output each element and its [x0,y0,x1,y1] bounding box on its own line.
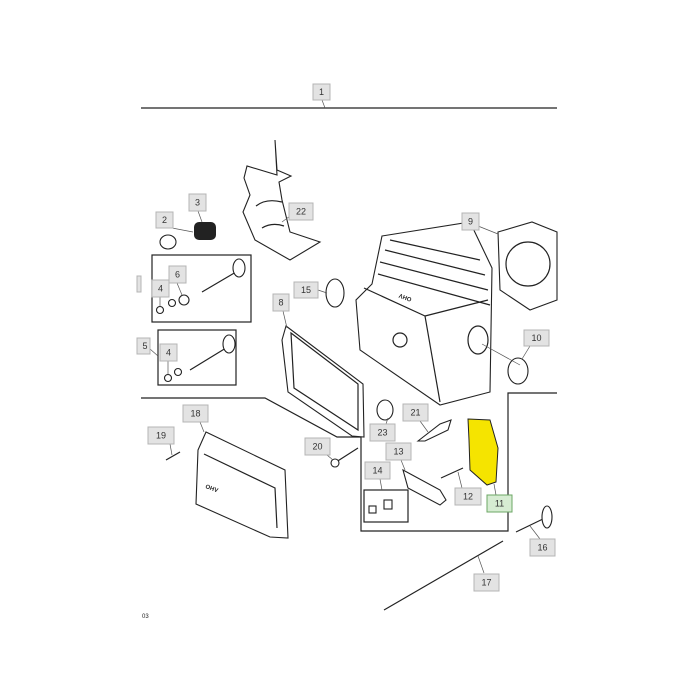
svg-text:2: 2 [162,215,167,225]
callout-21[interactable]: 21 [402,403,429,422]
retainer-part [167,298,177,308]
callout-14[interactable]: 14 [364,461,391,480]
callout-4-exhaust[interactable]: 4 [159,343,178,362]
svg-text:4: 4 [158,284,163,294]
retainer-part [173,367,183,377]
figure-code: 03 [142,614,149,620]
part-14-inset [363,489,409,523]
callout-13[interactable]: 13 [385,442,412,461]
tappet-part [515,517,546,533]
svg-text:5: 5 [142,341,147,351]
o-ring-part [507,357,529,385]
svg-text:15: 15 [301,285,311,295]
callout-20[interactable]: 20 [304,437,331,456]
valve-cover-edge [203,453,278,529]
callout-22[interactable]: 22 [288,202,314,221]
svg-text:9: 9 [468,217,473,227]
tappet-head [541,505,553,529]
svg-text:19: 19 [156,431,166,441]
svg-text:23: 23 [377,428,387,438]
svg-text:1: 1 [319,87,324,97]
svg-text:22: 22 [296,207,306,217]
svg-text:18: 18 [190,409,200,419]
svg-text:17: 17 [481,578,491,588]
intake-valve-head [232,258,246,278]
callout-6[interactable]: 6 [168,265,187,284]
callout-11-selected[interactable]: 11 [486,494,513,513]
cover-gasket-inner [290,331,359,432]
valve-spring-part [194,222,216,240]
head-gasket-part [497,221,558,311]
svg-text:8: 8 [278,298,283,308]
leader-lines [149,99,541,574]
callout-12[interactable]: 12 [454,487,482,506]
head-port [392,332,408,348]
svg-text:10: 10 [531,333,541,343]
head-edges [363,287,489,403]
svg-text:4: 4 [166,348,171,358]
rocker-13-part [402,468,447,506]
retainer-part [163,373,173,383]
head-gasket-bore [505,241,551,287]
callout-15[interactable]: 15 [293,281,319,299]
screw-part [165,451,181,461]
rocker-plate-part-highlighted[interactable] [467,418,499,486]
air-deflector-part [242,139,322,261]
svg-text:12: 12 [463,492,473,502]
callout-7-partial[interactable] [136,275,142,293]
callout-16[interactable]: 16 [529,538,556,557]
callout-19[interactable]: 19 [147,426,175,445]
exhaust-valve-part [189,347,227,371]
valve-cover-part [195,431,289,539]
exhaust-valve-head [222,334,236,354]
pushrod-part [383,540,504,611]
intake-valve-part [201,271,237,293]
svg-text:14: 14 [372,466,382,476]
valve-cap-part [159,234,177,250]
valve-seal-part [178,294,190,306]
exhaust-port [467,325,489,355]
callout-9[interactable]: 9 [461,212,480,231]
bolt-head [330,458,340,468]
head-cooling-fins [377,239,491,306]
svg-text:6: 6 [175,270,180,280]
callout-4-intake[interactable]: 4 [151,279,170,298]
callout-2[interactable]: 2 [155,211,174,229]
callout-5[interactable]: 5 [136,337,151,355]
svg-text:13: 13 [393,447,403,457]
callout-1[interactable]: 1 [312,83,331,101]
deflector-detail [255,200,285,229]
retainer-part [155,305,165,315]
svg-text:11: 11 [495,499,504,509]
spring-small-part [368,505,377,514]
callout-8[interactable]: 8 [272,293,290,312]
callout-23[interactable]: 23 [369,423,396,442]
callout-17[interactable]: 17 [473,573,500,592]
callout-3[interactable]: 3 [188,193,207,212]
rocker-group-outline [141,392,557,532]
cylinder-head-part [355,221,493,406]
stud-part [440,467,464,479]
valve-cover-logo: OHV [204,484,218,494]
callout-10[interactable]: 10 [523,329,550,347]
callout-18[interactable]: 18 [182,404,209,423]
svg-text:16: 16 [537,543,547,553]
head-logo: OHV [398,292,412,302]
gasket-23-part [376,399,394,421]
svg-text:3: 3 [195,198,200,208]
cover-gasket-part [281,325,365,438]
svg-text:20: 20 [312,442,322,452]
intake-gasket-part [325,278,345,308]
rocker-21-part [416,419,452,442]
exhaust-valve-inset [157,329,237,386]
pivot-part [383,499,393,510]
svg-text:21: 21 [410,408,420,418]
